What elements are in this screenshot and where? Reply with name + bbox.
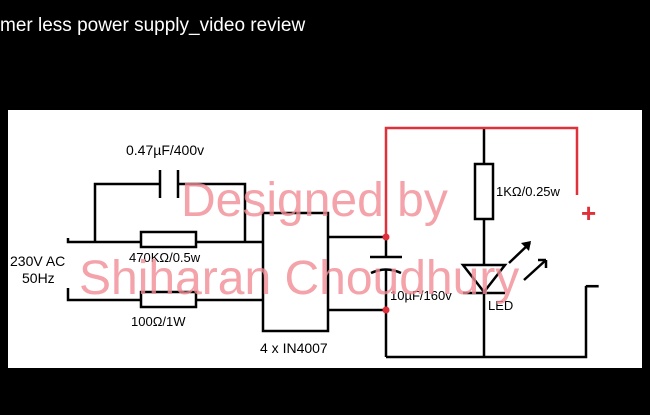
watermark-line2: Shiharan Choudhury <box>79 252 519 305</box>
label-ac-line1: 230V AC <box>10 253 65 269</box>
label-bridge: 4 x IN4007 <box>260 340 328 356</box>
wire-cap-left <box>93 182 160 242</box>
wire-cap-right <box>178 182 247 242</box>
label-resistor-bleed: 470KΩ/0.5w <box>129 250 201 265</box>
negative-rail <box>386 286 588 359</box>
label-resistor-series: 100Ω/1W <box>131 314 186 329</box>
resistor-bleed <box>139 230 198 249</box>
led-arrow-1-head <box>521 241 531 251</box>
label-led: LED <box>488 298 513 313</box>
led-arrow-2 <box>523 259 547 281</box>
label-plus: + <box>581 198 596 228</box>
circuit-schematic: 0.47µF/400v 470KΩ/0.5w 100Ω/1W 230V AC 5… <box>10 126 599 359</box>
bridge-rectifier <box>261 211 330 333</box>
video-title: mer less power supply_video review <box>0 15 306 36</box>
positive-rail <box>384 126 579 237</box>
watermark-line1: Designed by <box>181 174 448 227</box>
label-minus: – <box>585 269 599 299</box>
video-frame[interactable]: 0.47µF/400v 470KΩ/0.5w 100Ω/1W 230V AC 5… <box>8 110 642 368</box>
resistor-series <box>139 290 198 309</box>
junction-dot-neg <box>382 306 390 314</box>
filter-cap-plate-bottom <box>370 268 402 275</box>
label-ac-line2: 50Hz <box>22 270 55 286</box>
label-filter-cap: 10µF/160v <box>390 288 452 303</box>
wire-bottom-line <box>66 288 141 302</box>
wire-top-line <box>66 238 141 244</box>
label-led-resistor: 1KΩ/0.25w <box>496 184 561 199</box>
resistor-led <box>473 162 495 221</box>
led-triangle <box>460 263 508 295</box>
label-cap-x: 0.47µF/400v <box>126 142 204 158</box>
